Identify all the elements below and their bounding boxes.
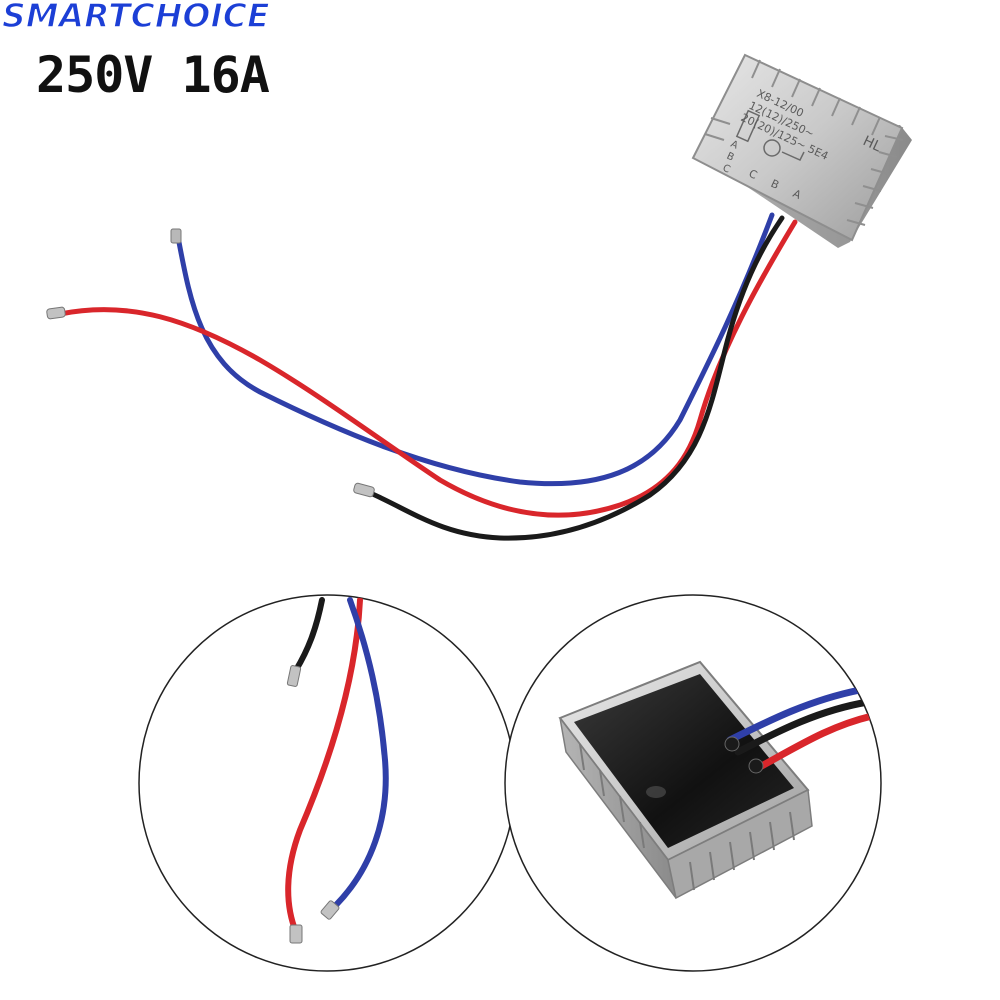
- brand-logo: SMARTCHOICE: [1, 0, 270, 36]
- module-top-view: X8-12/00 12(12)/250~ 20(20)/125~ 5E4 HL …: [691, 53, 912, 248]
- rating-title: 250V 16A: [36, 46, 270, 104]
- wire-red-left: [57, 219, 798, 518]
- module-terminal-b-label: B: [725, 151, 736, 164]
- wire-black: [365, 215, 785, 541]
- wire-tip-black: [353, 482, 375, 498]
- detail-circle-module-underside: [504, 594, 882, 972]
- wire-blue: [175, 212, 775, 487]
- detail-circle-wires: [138, 594, 516, 972]
- module-maker-text: HL: [860, 133, 884, 155]
- wire-tip-blue: [170, 228, 182, 244]
- module-terminal-c-label: C: [721, 163, 732, 176]
- module-terminal-a-label: A: [729, 139, 740, 152]
- wire-tip-red: [46, 306, 66, 320]
